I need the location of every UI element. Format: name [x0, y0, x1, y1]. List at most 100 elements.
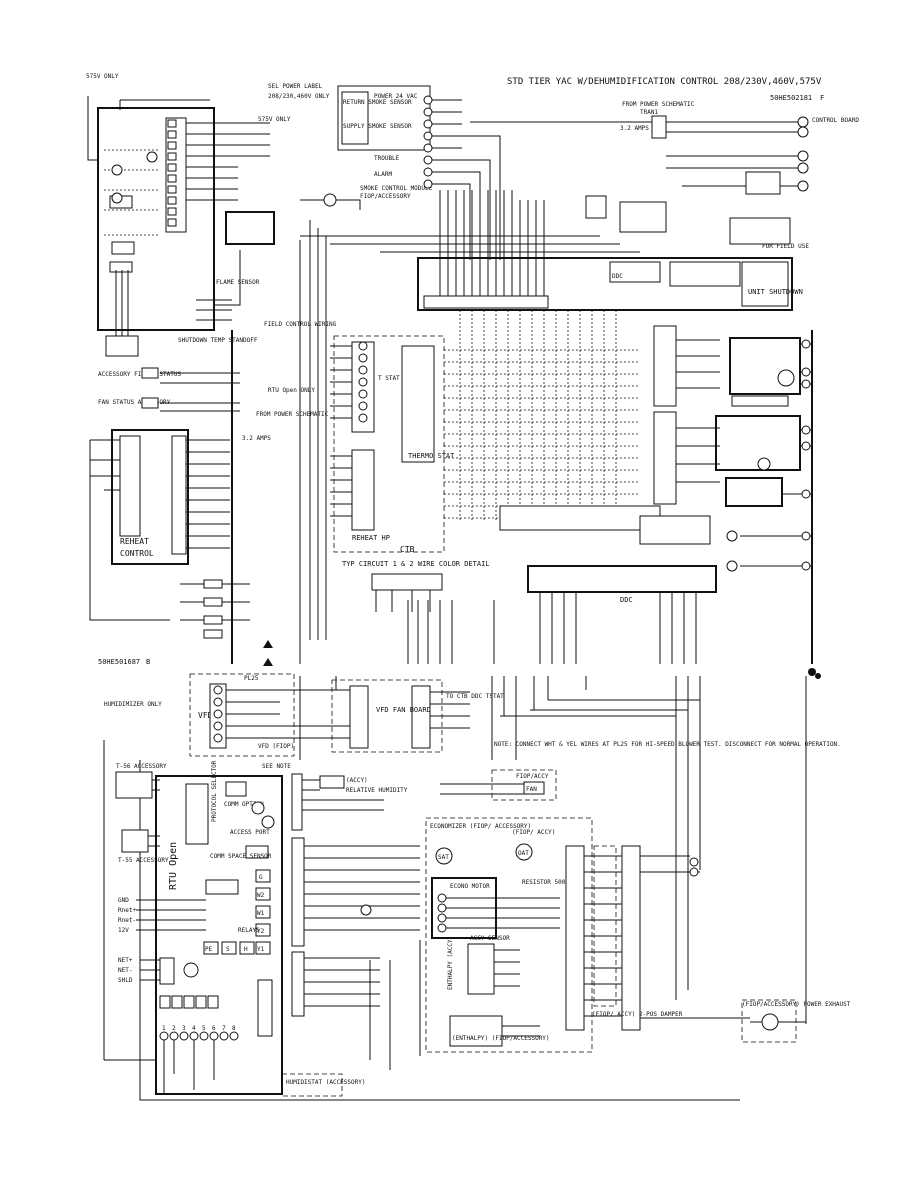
label-relative-humidity: RELATIVE HUMIDITY: [346, 787, 408, 794]
label-humidistat: HUMIDISTAT (ACCESSORY): [286, 1079, 365, 1086]
label-sat: SAT: [438, 854, 449, 861]
terminal-net-plus: NET+: [118, 957, 133, 964]
right-terminals: [801, 339, 811, 571]
label-sel-power: SEL POWER LABEL: [268, 83, 323, 90]
igc-relay-b: [111, 241, 135, 255]
right-rail-stubs: [740, 343, 812, 567]
fan-wires: [440, 783, 524, 795]
t55-accessory: [121, 829, 149, 853]
transformer-tran1: [651, 115, 667, 139]
break-marker-down: [263, 658, 273, 666]
vfd-pins: [213, 685, 223, 743]
j5-connector: [257, 979, 273, 1037]
drawing-number: 50HE502181: [770, 94, 812, 102]
reheat-valve-wires: [180, 583, 250, 621]
ctb-board-outline: [333, 335, 445, 553]
reheat-left-rail: [89, 440, 170, 621]
reheat-hp-wires: [330, 455, 352, 517]
power-exhaust-outline: [741, 999, 797, 1043]
label-t56: T-56 ACCESSORY: [116, 763, 167, 770]
pl6-jumpers: [584, 855, 622, 1017]
label-3-2-amps: 3.2 AMPS: [620, 125, 649, 132]
j11-pin-1: 1: [162, 1025, 166, 1032]
label-tran1: TRAN1: [640, 109, 658, 116]
smoke-module-wires: [432, 99, 462, 185]
j14-connector: [159, 995, 219, 1009]
terminal-gnd: GND: [118, 897, 129, 904]
ctb-reference-marker: [360, 904, 372, 916]
label-fiop-accy: FIOP/ACCY: [516, 773, 549, 780]
pl6-terminal-b: [689, 867, 699, 877]
svd-wires: [300, 199, 361, 210]
label-tstat: T STAT: [378, 375, 400, 382]
control-board-terminals: [797, 116, 809, 192]
drawing-rev: F: [820, 94, 824, 102]
label-supply-smoke: SUPPLY SMOKE SENSOR: [343, 123, 412, 130]
label-trouble: TROUBLE: [374, 155, 400, 162]
econ-connector: [639, 515, 711, 545]
j2-connector: [291, 951, 305, 1017]
j1-connector: [291, 837, 305, 947]
label-comm-space-sensor: COMM SPACE SENSOR: [210, 853, 272, 860]
central-control-board: [417, 257, 793, 311]
j11-pin-2: 2: [172, 1025, 176, 1032]
reheat-hp-block: [351, 449, 375, 531]
terminal-rnet-minus: Rnet-: [118, 917, 136, 924]
label-econo-motor: ECONO MOTOR: [450, 883, 490, 890]
label-fiop-accy-oat: (FIOP/ ACCY): [512, 829, 555, 836]
lower-drawing-rev: B: [146, 658, 150, 666]
control-board-pinrow: [423, 261, 789, 309]
relay-g: G: [259, 874, 263, 881]
label-accy-sensor: ACCY SENSOR: [470, 935, 510, 942]
j4-wires: [302, 779, 384, 811]
thermostat-block: [401, 345, 435, 463]
continuation-marker-lower: [815, 673, 821, 679]
odf-motor-icon: [726, 530, 738, 542]
label-protocol-selector: PROTOCOL SELECTOR: [211, 760, 218, 822]
two-stage-module: [225, 211, 275, 245]
label-see-note: SEE NOTE: [262, 763, 291, 770]
pl6-r-connector: [565, 845, 585, 1031]
j19-icon: [183, 962, 199, 978]
igc-wires: [87, 96, 270, 236]
lower-left-rails: [103, 740, 740, 1101]
label-unit-shutdown: UNIT SHUTDOWN: [748, 288, 803, 296]
label-3-2-amps-2: 3.2 AMPS: [242, 435, 271, 442]
fiop-accy-fan-box: [491, 769, 557, 801]
svd-component-icon: [323, 193, 337, 207]
label-fiop-accessory: FIOP/ACCESSORY: [360, 193, 411, 200]
econo-motor-pins: [437, 893, 447, 933]
enthalpy-wires: [494, 949, 540, 1037]
j15-comm-option: [225, 781, 247, 797]
field-wiring-dotted: [444, 349, 640, 519]
j1-j2-wires: [304, 845, 420, 1007]
label-fan: FAN: [526, 786, 537, 793]
compressor-1-icon: [777, 369, 795, 387]
label-pl25: PL25: [244, 675, 259, 682]
compressor-1-box: [729, 337, 801, 395]
tstat-terminals: [358, 341, 368, 423]
label-comm-option: COMM OPTION: [224, 801, 264, 808]
ddc-connector-row: [527, 565, 717, 593]
label-power-exhaust: (FIOP/ACCESSORY) POWER EXHAUST: [742, 1001, 851, 1008]
relay-w1: W1: [257, 910, 265, 917]
control-relay-box: [745, 171, 781, 195]
economizer-outline: [425, 817, 593, 1053]
label-fan-status: FAN STATUS ACCESSORY: [98, 399, 171, 406]
lps-box: [725, 477, 783, 507]
label-rtu-open: RTU Open: [168, 842, 179, 890]
power-exhaust-motor-icon: [761, 1013, 779, 1031]
filter-switch: [141, 367, 159, 379]
label-resistor: RESISTOR 500 Ω: [522, 879, 573, 886]
fan-component: [523, 781, 545, 795]
tstat-wires: [330, 345, 352, 419]
label-vfd-fan-board: VFD FAN BOARD: [376, 706, 431, 714]
label-smoke-module: SMOKE CONTROL MODULE: [360, 185, 433, 192]
nsb-led: [251, 801, 265, 815]
bacnet-wires: [140, 959, 160, 981]
vfd-outline: [189, 673, 295, 757]
label-two-pos-damper: (FIOP/ ACCY) 2-POS DAMPER: [592, 1011, 683, 1018]
pl6-right-wires: [640, 855, 750, 1019]
pl6-connector: [621, 845, 641, 1031]
